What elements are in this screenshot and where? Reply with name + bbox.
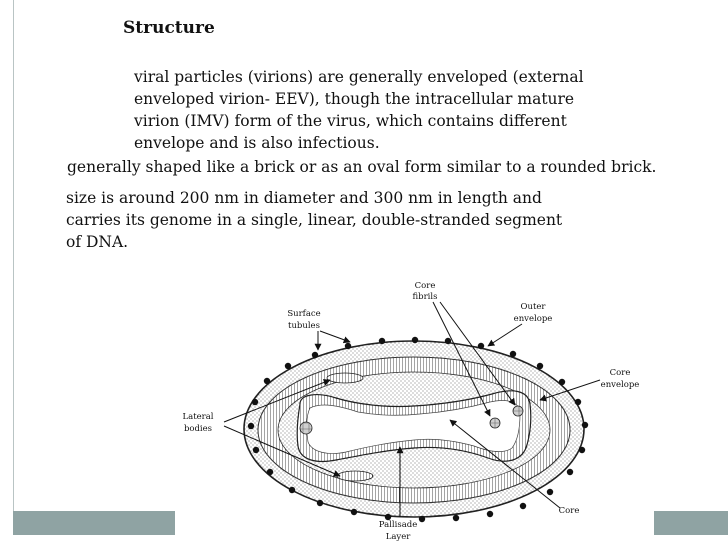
label-lateral-bodies-2: bodies: [184, 424, 212, 434]
slide-title: Structure: [123, 18, 215, 38]
paragraph-shape: generally shaped like a brick or as an o…: [67, 158, 657, 176]
lateral-body-top: [326, 372, 364, 384]
core-fibril-body-top: [512, 405, 524, 417]
left-rule-line: [13, 0, 14, 512]
poxvirus-diagram: Core fibrils Outer envelope Surface tubu…: [182, 281, 639, 542]
diagram-labels: Core fibrils Outer envelope Surface tubu…: [182, 281, 639, 542]
lateral-body-bottom: [336, 470, 374, 482]
label-core-fibrils-1: Core: [415, 281, 436, 291]
label-surface-tubules-2: tubules: [288, 321, 320, 331]
label-core-envelope-1: Core: [610, 368, 631, 378]
label-palisade-1: Pallisade: [379, 520, 417, 530]
label-core: Core: [559, 506, 580, 516]
footer-bar-left: [13, 511, 175, 535]
footer-bar-right: [654, 511, 728, 535]
label-palisade-2: Layer: [386, 532, 412, 542]
surface-tubules: [247, 336, 589, 523]
label-core-envelope-2: envelope: [601, 380, 640, 390]
label-outer-envelope-1: Outer: [521, 302, 547, 312]
label-lateral-bodies-1: Lateral: [182, 412, 213, 422]
core-fibril-body-right: [489, 417, 501, 429]
leader-arrows: [223, 301, 601, 517]
core-interior-shape: [306, 400, 521, 454]
core-fibril-body-left: [299, 421, 313, 435]
paragraph-envelope: viral particles (virions) are generally …: [134, 68, 584, 152]
label-outer-envelope-2: envelope: [514, 314, 553, 324]
label-core-fibrils-2: fibrils: [413, 292, 438, 302]
paragraph-size: size is around 200 nm in diameter and 30…: [66, 189, 563, 251]
label-surface-tubules-1: Surface: [287, 309, 320, 319]
